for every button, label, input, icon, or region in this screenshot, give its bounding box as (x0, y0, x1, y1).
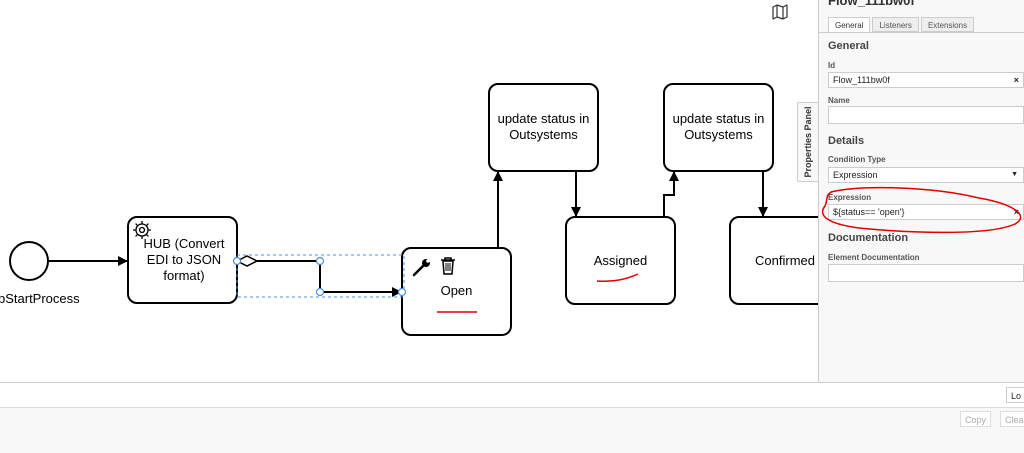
condition-type-value: Expression (833, 170, 878, 180)
task-update2-label: update status in Outsystems (672, 111, 765, 142)
properties-panel-toggle[interactable]: Properties Panel (797, 102, 818, 182)
task-hub-label: HUB (Convert EDI to JSON format) (143, 236, 225, 283)
annotation-underline-assigned (596, 273, 639, 282)
tab-extensions[interactable]: Extensions (920, 17, 975, 32)
panel-title: Flow_111bw0f (828, 0, 915, 8)
expression-field-value: ${status== 'open'} (833, 207, 905, 217)
condition-type-select[interactable]: Expression ▼ (828, 167, 1024, 183)
log-button[interactable]: Lo (1006, 387, 1024, 403)
start-event-label: bStartProcess (0, 291, 80, 306)
flow-handle[interactable] (315, 256, 325, 266)
bottom-output-area (0, 408, 1024, 453)
flow-handle[interactable] (315, 287, 325, 297)
start-event[interactable] (9, 241, 49, 281)
expression-label: Expression (828, 193, 872, 202)
task-assigned-label: Assigned (593, 253, 648, 268)
flow-assigned-to-update2[interactable] (663, 171, 679, 217)
flow-handle[interactable] (232, 256, 242, 266)
gear-icon (133, 221, 151, 239)
id-field-value: Flow_111bw0f (833, 75, 890, 85)
chevron-down-icon: ▼ (1011, 171, 1018, 178)
clear-button[interactable]: Clea (1000, 411, 1024, 427)
section-documentation-heading: Documentation (828, 232, 909, 244)
section-general-heading: General (828, 40, 869, 52)
name-label: Name (828, 96, 850, 105)
element-documentation-field[interactable] (828, 264, 1024, 282)
task-open-label: Open (440, 283, 473, 298)
wrench-icon (412, 259, 430, 277)
expression-field[interactable]: ${status== 'open'} × (828, 204, 1024, 220)
clear-icon[interactable]: × (1013, 75, 1019, 85)
task-confirmed[interactable] (729, 216, 818, 305)
element-documentation-label: Element Documentation (828, 253, 920, 262)
minimap-toggle-button[interactable] (772, 4, 800, 30)
clear-icon[interactable]: × (1013, 207, 1019, 217)
flow-handle[interactable] (397, 287, 407, 297)
properties-panel-toggle-label: Properties Panel (803, 106, 813, 178)
map-icon (772, 4, 788, 20)
flow-hub-to-open[interactable] (237, 260, 402, 297)
task-assigned[interactable] (565, 216, 676, 305)
condition-type-label: Condition Type (828, 155, 886, 164)
section-details-heading: Details (828, 135, 865, 147)
tabs-divider (819, 32, 1024, 33)
task-update-2[interactable] (663, 83, 774, 172)
tab-general[interactable]: General (828, 17, 871, 33)
trash-icon[interactable] (441, 257, 455, 275)
bottom-panel: Lo Copy Clea (0, 382, 1024, 453)
diagram-canvas[interactable]: bStartProcess HUB (Convert EDI to JSON f… (0, 0, 818, 382)
copy-button[interactable]: Copy (960, 411, 992, 427)
panel-tabs: General Listeners Extensions (828, 17, 976, 33)
name-field[interactable] (828, 106, 1024, 124)
task-confirmed-label: Confirmed (755, 253, 815, 268)
task-update1-label: update status in Outsystems (497, 111, 590, 142)
id-field[interactable]: Flow_111bw0f × (828, 72, 1024, 88)
id-label: Id (828, 61, 836, 70)
conditional-diamond-icon (235, 255, 259, 267)
task-update-1[interactable] (488, 83, 599, 172)
flow-selection-box (236, 254, 405, 298)
diagram-svg (9, 83, 818, 336)
annotation-circle-expression (821, 186, 1022, 234)
properties-panel: Flow_111bw0f General Listeners Extension… (818, 0, 1024, 382)
bottom-divider (0, 407, 1024, 408)
tab-listeners[interactable]: Listeners (872, 17, 919, 32)
